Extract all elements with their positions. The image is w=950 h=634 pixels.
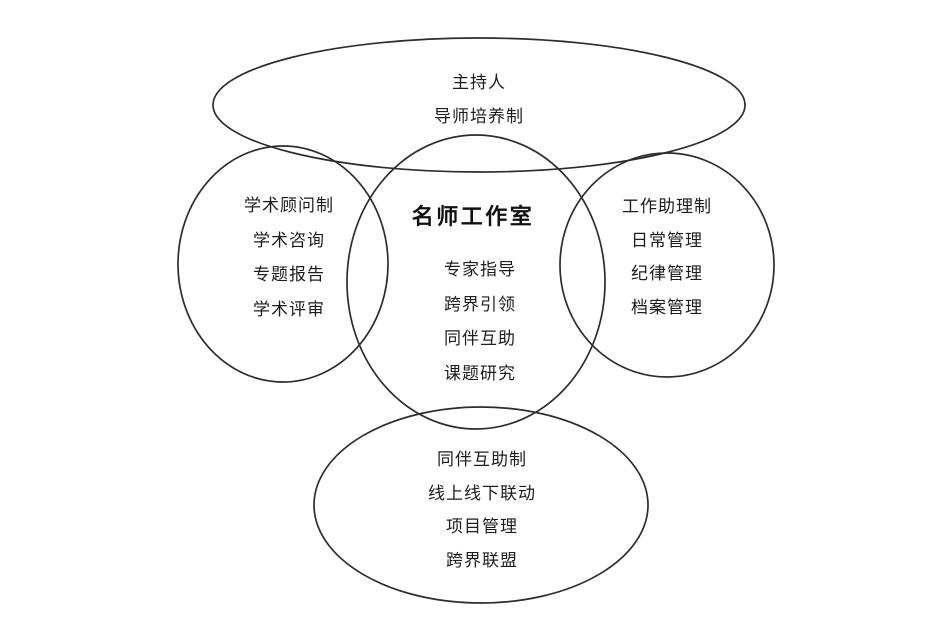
venn-label: 项目管理 bbox=[446, 517, 518, 536]
venn-label: 课题研究 bbox=[444, 363, 516, 383]
venn-label: 线上线下联动 bbox=[428, 483, 536, 503]
venn-label: 跨界联盟 bbox=[446, 550, 518, 570]
venn-label: 纪律管理 bbox=[631, 264, 703, 283]
bottom-ellipse bbox=[313, 406, 649, 604]
venn-label: 导师培养制 bbox=[434, 107, 524, 126]
venn-label: 专题报告 bbox=[253, 265, 325, 284]
left-circle-labels: 学术顾问制 学术咨询 专题报告 学术评审 bbox=[244, 189, 334, 327]
top-ellipse-labels: 主持人 导师培养制 bbox=[434, 66, 524, 134]
diagram-title: 名师工作室 bbox=[411, 204, 535, 229]
venn-label: 专家指导 bbox=[444, 260, 516, 279]
venn-label: 主持人 bbox=[452, 73, 506, 92]
right-circle-labels: 工作助理制 日常管理 纪律管理 档案管理 bbox=[622, 190, 712, 324]
venn-label: 日常管理 bbox=[631, 230, 703, 250]
venn-label: 工作助理制 bbox=[622, 197, 712, 216]
left-ellipse bbox=[177, 145, 389, 383]
venn-label: 同伴互助 bbox=[444, 329, 516, 348]
top-ellipse bbox=[212, 37, 746, 173]
center-ellipse bbox=[346, 134, 606, 430]
venn-label: 跨界引领 bbox=[444, 294, 516, 314]
venn-label: 档案管理 bbox=[631, 297, 703, 317]
venn-label: 学术咨询 bbox=[253, 230, 325, 250]
center-circle-labels: 专家指导 跨界引领 同伴互助 课题研究 bbox=[444, 253, 516, 391]
venn-label: 同伴互助制 bbox=[437, 450, 527, 469]
bottom-ellipse-labels: 同伴互助制 线上线下联动 项目管理 跨界联盟 bbox=[428, 443, 536, 577]
venn-label: 学术顾问制 bbox=[244, 196, 334, 215]
venn-label: 学术评审 bbox=[253, 299, 325, 319]
right-ellipse bbox=[559, 152, 775, 378]
